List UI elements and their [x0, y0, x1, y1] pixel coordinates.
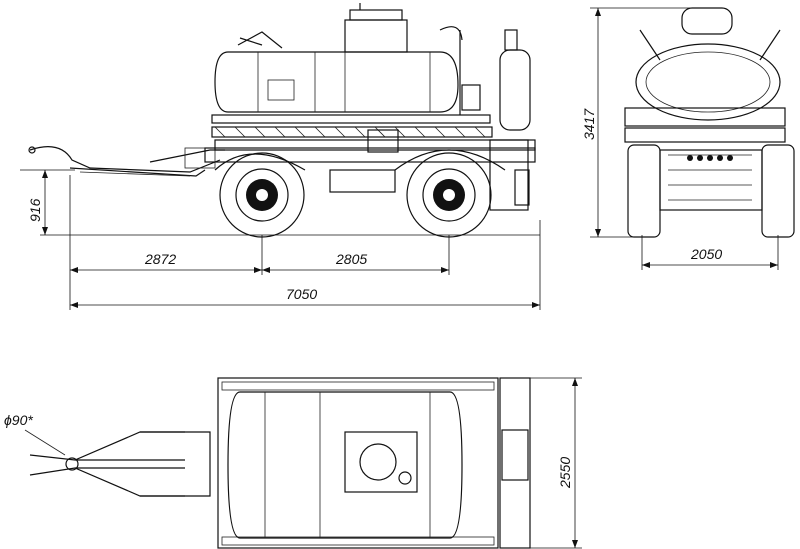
dim-overall-height: 3417: [581, 108, 597, 140]
top-tank: [227, 391, 463, 539]
dim-overall-width: 2550: [557, 457, 573, 489]
side-front-wheel: [214, 152, 306, 238]
dim-track-width: 2050: [690, 246, 722, 262]
top-view: [24, 377, 582, 549]
side-drawbar: [28, 146, 225, 177]
dim-hitch-diameter: ϕ90*: [4, 412, 33, 428]
top-frame: [217, 377, 499, 549]
side-rear-wheel: [394, 149, 506, 238]
side-rear-equipment: [461, 29, 531, 211]
dim-wheelbase-front: 2872: [144, 251, 176, 267]
side-tank: [214, 3, 463, 115]
top-drawbar: [24, 429, 211, 497]
top-dimensions: [530, 377, 582, 549]
rear-view: [590, 7, 795, 270]
side-control-box: [367, 129, 399, 153]
rear-dimensions: [590, 7, 779, 270]
top-rear-equipment: [499, 377, 531, 549]
top-manhole: [344, 431, 418, 493]
side-frame: [204, 114, 536, 163]
side-view: [20, 3, 541, 310]
side-tool-box: [329, 169, 396, 193]
dim-drawbar-height: 916: [27, 198, 43, 222]
dim-overall-length: 7050: [286, 286, 317, 302]
side-dimensions: [20, 169, 541, 310]
dim-wheelbase-rear: 2805: [335, 251, 367, 267]
